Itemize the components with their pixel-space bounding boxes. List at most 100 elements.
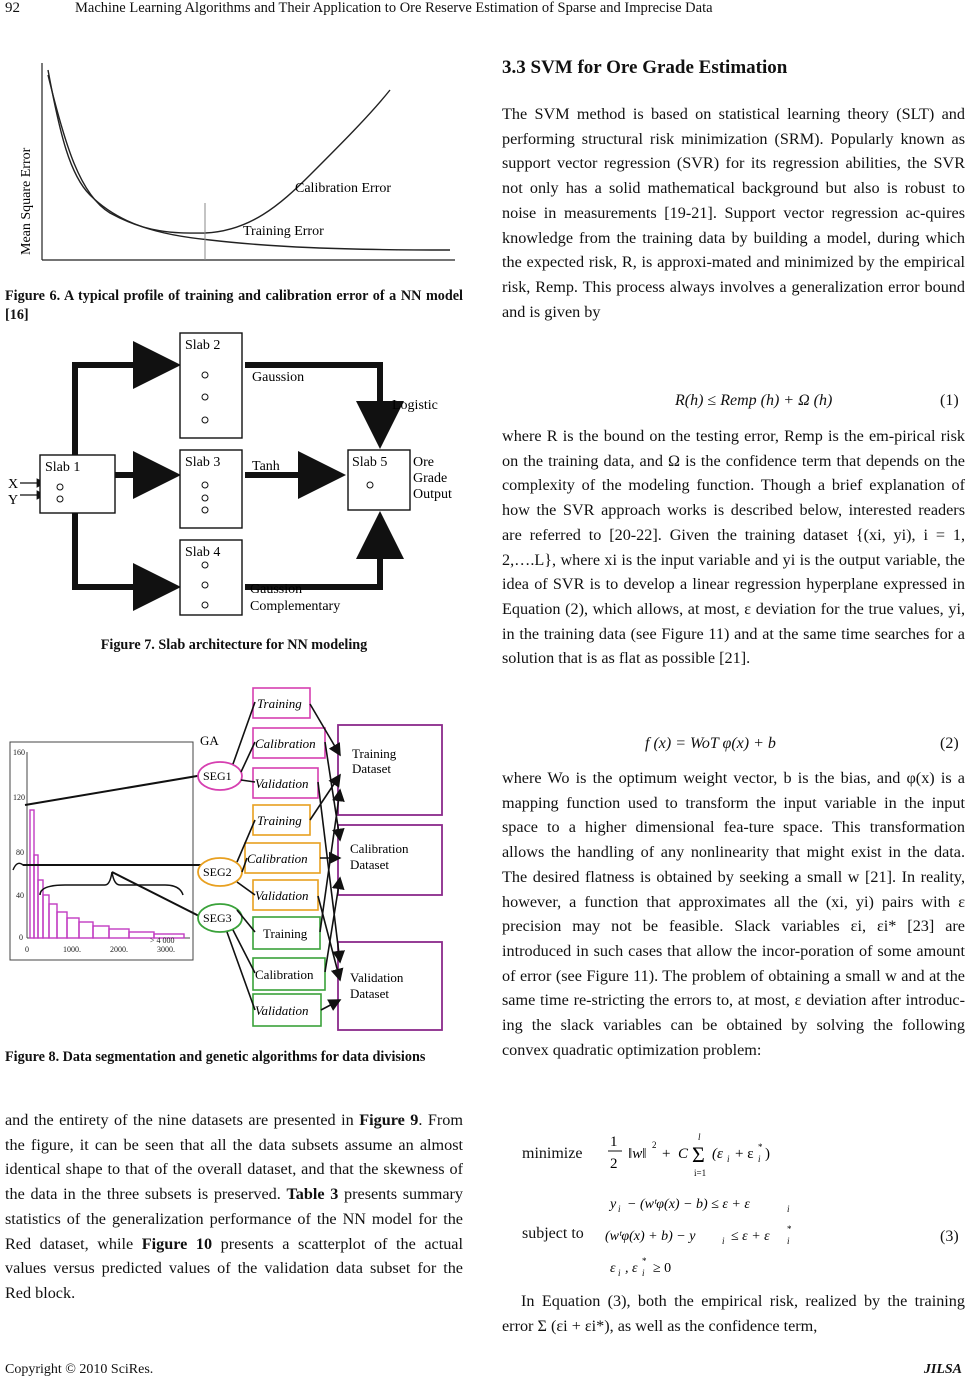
seg1-validation: Validation — [255, 776, 308, 791]
calibration-dataset-label-2: Dataset — [350, 857, 389, 872]
table-3-ref: Table 3 — [286, 1185, 339, 1204]
ga-label: GA — [200, 733, 219, 748]
validation-dataset-box — [337, 941, 443, 1031]
seg1-training: Training — [257, 696, 302, 711]
paragraph-3: where Wo is the optimum weight vector, b… — [502, 769, 965, 1059]
slab-4-label: Slab 4 — [185, 545, 220, 560]
figure-8: 160 120 80 40 0 0 1000. 2000. 3000. > 4 … — [9, 687, 443, 1031]
svg-text:i=1: i=1 — [694, 1168, 706, 1178]
tanh-label: Tanh — [252, 459, 280, 474]
left-body-paragraph: and the entirety of the nine datasets ar… — [5, 1111, 464, 1302]
svg-text:2: 2 — [610, 1156, 618, 1172]
figure-9-ref: Figure 9 — [359, 1111, 419, 1129]
fig6-calibration-label: Calibration Error — [295, 181, 391, 196]
slab-2-box — [179, 332, 243, 439]
training-dataset-box — [337, 724, 443, 816]
x-tick-2000: 2000. — [110, 945, 128, 954]
seg3-calibration: Calibration — [255, 967, 314, 982]
seg3-ellipse — [197, 903, 243, 933]
figure-7-caption: Figure 7. Slab architecture for NN model… — [100, 637, 368, 653]
svg-text:i: i — [642, 1268, 645, 1278]
paragraph-1: The SVM method is based on statistical l… — [502, 105, 965, 321]
svg-text:ε: ε — [610, 1261, 616, 1276]
svg-text:+ ε: + ε — [735, 1146, 754, 1162]
histogram-frame — [9, 741, 194, 961]
section-title: 3.3 SVM for Ore Grade Estimation — [502, 57, 788, 78]
gaussion-label: Gaussion — [252, 370, 304, 385]
training-dataset-label-2: Dataset — [352, 761, 391, 776]
histogram-bars — [29, 809, 185, 939]
svg-text:*: * — [758, 1142, 763, 1152]
input-x-label: X — [8, 477, 18, 492]
fig6-training-label: Training Error — [243, 224, 324, 239]
seg2-training: Training — [257, 813, 302, 828]
svg-text:i: i — [618, 1268, 621, 1278]
figure-6: Mean Square Error Calibration Error Trai… — [19, 63, 455, 261]
calibration-error-curve — [47, 74, 391, 234]
svg-text:i: i — [727, 1154, 730, 1164]
output-label-1: Ore — [413, 455, 434, 470]
footer-journal: JILSA — [923, 1362, 962, 1377]
svg-text:+: + — [662, 1146, 670, 1162]
seg2-label: SEG2 — [203, 865, 232, 879]
paragraph-2: where R is the bound on the testing erro… — [502, 427, 965, 668]
y-tick-80: 80 — [16, 848, 24, 857]
svg-text:, ε: , ε — [625, 1261, 638, 1276]
svg-text:− (wᵗφ(x) − b) ≤ ε + ε: − (wᵗφ(x) − b) ≤ ε + ε — [627, 1197, 750, 1212]
slab-3-box — [179, 449, 243, 529]
equation-3-objective: 1 2 ‖w‖ 2 + C Σ l i=1 (ε i + ε i * ) — [608, 1132, 770, 1178]
seg3-validation: Validation — [255, 1003, 308, 1018]
paragraph-4: In Equation (3), both the empirical risk… — [502, 1292, 965, 1335]
seg1-ellipse — [197, 761, 243, 791]
equation-1-number: (1) — [940, 392, 959, 409]
footer-copyright: Copyright © 2010 SciRes. — [5, 1362, 154, 1377]
training-dataset-label-1: Training — [352, 746, 397, 761]
input-y-label: Y — [8, 493, 18, 508]
slab-1-box — [39, 454, 116, 514]
logistic-label: Logistic — [392, 398, 438, 413]
x-tick-3000: 3000. — [157, 945, 175, 954]
slab-3-label: Slab 3 — [185, 455, 220, 470]
svg-text:≥ 0: ≥ 0 — [653, 1261, 671, 1276]
svg-text:*: * — [787, 1224, 792, 1234]
seg1-label: SEG1 — [203, 769, 232, 783]
svg-text:i: i — [758, 1154, 761, 1164]
figure-10-ref: Figure 10 — [141, 1234, 213, 1253]
svg-text:y: y — [608, 1197, 617, 1212]
svg-text:i: i — [787, 1236, 790, 1246]
output-label-2: Grade — [413, 471, 447, 486]
calibration-dataset-box — [337, 824, 443, 896]
figure-7: Slab 1 Slab 2 Slab 3 Slab 4 Slab 5 X Y G… — [8, 332, 452, 616]
svg-text:C: C — [678, 1146, 689, 1162]
running-title: Machine Learning Algorithms and Their Ap… — [75, 0, 713, 16]
figure-6-caption: Figure 6. A typical profile of training … — [5, 288, 463, 323]
seg1-calibration: Calibration — [255, 736, 316, 751]
y-tick-120: 120 — [13, 793, 25, 802]
output-label-3: Output — [413, 487, 452, 502]
slab-1-label: Slab 1 — [45, 460, 80, 475]
svg-text:*: * — [642, 1256, 647, 1266]
seg2-validation: Validation — [255, 888, 308, 903]
svg-text:Σ: Σ — [692, 1142, 705, 1167]
svg-text:2: 2 — [652, 1140, 657, 1150]
seg3-label: SEG3 — [203, 911, 232, 925]
seg2-calibration: Calibration — [247, 851, 308, 866]
validation-dataset-label-1: Validation — [350, 970, 404, 985]
x-tick-0: 0 — [25, 945, 29, 954]
slab-2-label: Slab 2 — [185, 338, 220, 353]
equation-3-number: (3) — [940, 1228, 959, 1245]
slab-4-box — [179, 539, 243, 616]
slab-5-label: Slab 5 — [352, 455, 387, 470]
svg-text:1: 1 — [610, 1134, 618, 1150]
slab-5-box — [347, 449, 411, 511]
gaussion-comp-label-1: Gaussion — [250, 582, 302, 597]
overflow-label: > 4 000 — [150, 936, 175, 945]
equation-1: R(h) ≤ Remp (h) + Ω (h) — [675, 392, 833, 409]
minimize-label: minimize — [522, 1145, 583, 1162]
figure-8-caption: Figure 8. Data segmentation and genetic … — [5, 1049, 426, 1065]
equation-2-number: (2) — [940, 735, 959, 752]
svg-text:i: i — [722, 1236, 725, 1246]
y-tick-40: 40 — [16, 891, 24, 900]
y-tick-0: 0 — [19, 933, 23, 942]
